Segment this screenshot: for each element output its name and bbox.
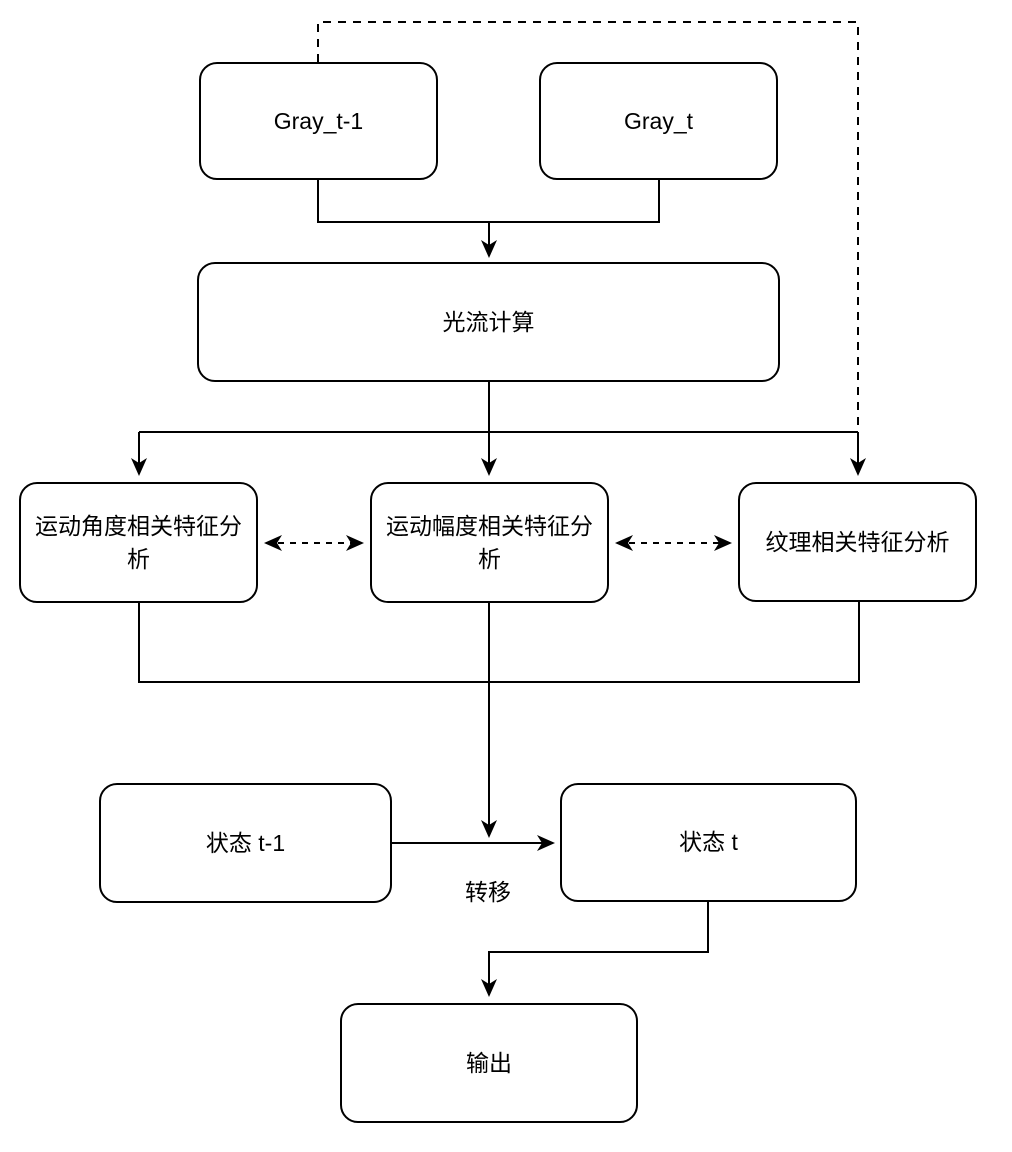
node-motion-magnitude-analysis: 运动幅度相关特征分析 — [370, 482, 609, 603]
node-state-t: 状态 t — [560, 783, 857, 902]
edge-dashed-bypass — [317, 21, 859, 430]
node-gray-t: Gray_t — [539, 62, 778, 180]
node-texture-analysis: 纹理相关特征分析 — [738, 482, 977, 602]
node-gray-t-1: Gray_t-1 — [199, 62, 438, 180]
edge-collector-bar — [138, 602, 860, 683]
node-state-t-1: 状态 t-1 — [99, 783, 392, 903]
edge-state-to-output-arrow — [481, 902, 709, 997]
node-motion-angle-analysis: 运动角度相关特征分析 — [19, 482, 258, 603]
node-optical-flow: 光流计算 — [197, 262, 780, 382]
edge-label-transfer: 转移 — [465, 879, 511, 905]
edge-gray-merge — [317, 180, 660, 223]
node-output: 输出 — [340, 1003, 638, 1123]
